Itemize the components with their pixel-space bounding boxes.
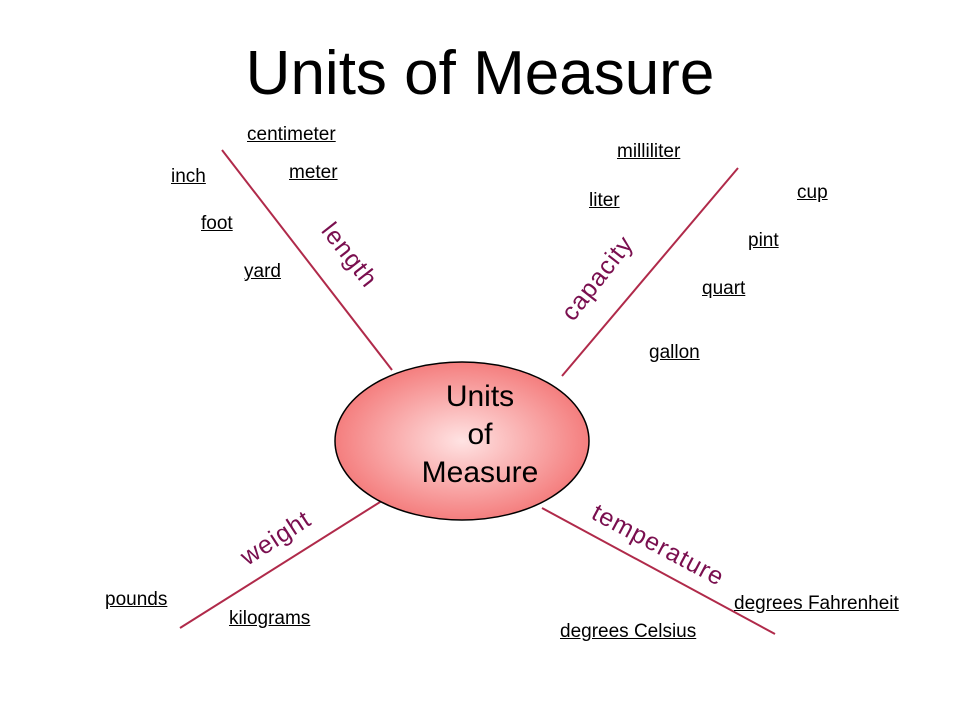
unit-milliliter[interactable]: milliliter: [617, 141, 681, 162]
unit-cup[interactable]: cup: [797, 182, 828, 203]
unit-foot[interactable]: foot: [201, 213, 233, 234]
unit-pounds[interactable]: pounds: [105, 589, 168, 610]
unit-degrees-fahrenheit[interactable]: degrees Fahrenheit: [734, 593, 899, 614]
unit-liter[interactable]: liter: [589, 190, 620, 211]
unit-inch[interactable]: inch: [171, 166, 206, 187]
center-label-line3: Measure: [421, 456, 539, 489]
unit-pint[interactable]: pint: [748, 230, 779, 251]
unit-yard[interactable]: yard: [244, 261, 281, 282]
center-label: Units of Measure: [380, 378, 580, 492]
capacity-spoke: [561, 167, 739, 377]
weight-spoke: [179, 496, 389, 629]
unit-meter[interactable]: meter: [289, 162, 338, 183]
unit-kilograms[interactable]: kilograms: [229, 608, 311, 629]
center-label-line1: Units: [445, 380, 515, 413]
page-title: Units of Measure: [245, 39, 715, 108]
unit-centimeter[interactable]: centimeter: [247, 124, 336, 145]
temperature-spoke: [541, 507, 776, 635]
unit-quart[interactable]: quart: [702, 278, 746, 299]
center-ellipse: [334, 361, 590, 521]
unit-gallon[interactable]: gallon: [649, 342, 700, 363]
unit-degrees-celsius[interactable]: degrees Celsius: [560, 621, 697, 642]
center-label-line2: of: [467, 418, 493, 451]
length-spoke: [221, 149, 393, 371]
